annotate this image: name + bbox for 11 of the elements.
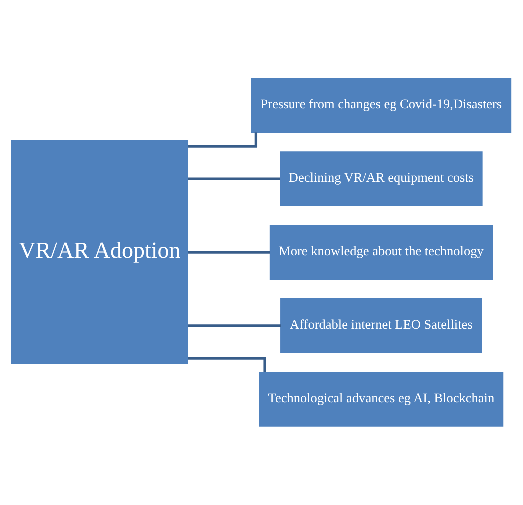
node-box: Pressure from changes eg Covid-19,Disasters [251, 78, 512, 133]
connector [188, 357, 266, 372]
connector [188, 251, 270, 254]
node-box: Declining VR/AR equipment costs [280, 152, 483, 206]
node-box: Technological advances eg AI, Blockchain [259, 372, 504, 427]
connector [188, 132, 258, 148]
node-box: More knowledge about the technology [270, 225, 493, 280]
node-box: Affordable internet LEO Satellites [280, 298, 482, 354]
connector [188, 178, 280, 180]
node-box: VR/AR Adoption [11, 140, 188, 364]
connector [188, 324, 281, 328]
